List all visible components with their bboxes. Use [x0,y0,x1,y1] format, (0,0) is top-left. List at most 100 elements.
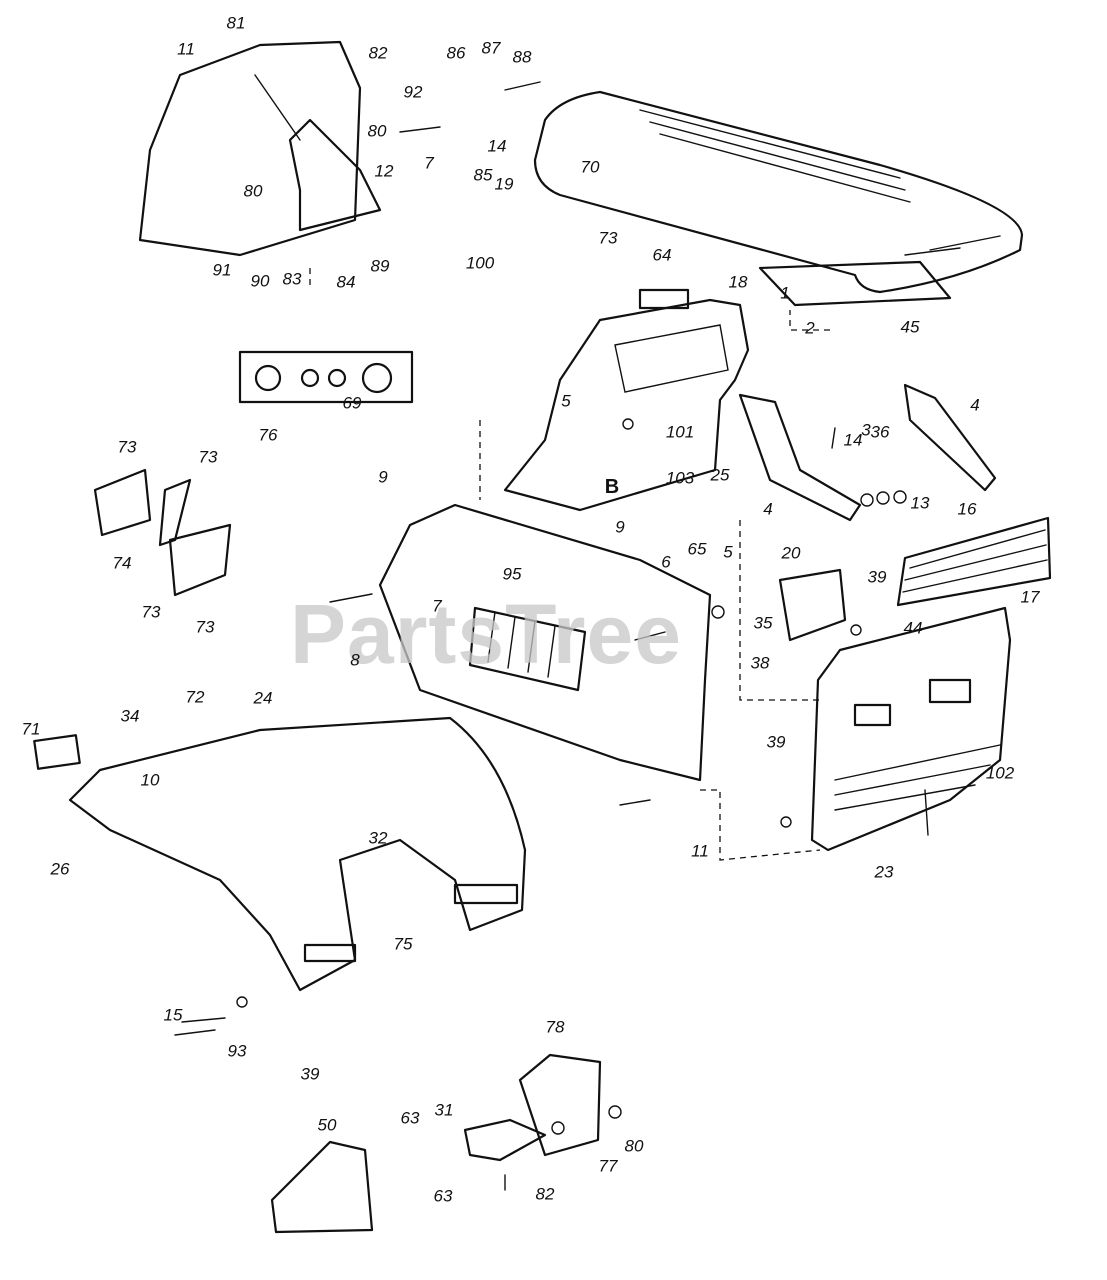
callout-18[interactable]: 18 [728,272,748,292]
lower-dash-panel-part[interactable] [378,503,712,782]
callout-11[interactable]: 11 [177,39,195,59]
callout-13[interactable]: 13 [910,493,930,513]
callout-4[interactable]: 4 [763,499,773,519]
dash-panel-part[interactable] [503,298,750,512]
callout-8[interactable]: 8 [350,650,360,670]
pad-part[interactable] [638,288,690,310]
callout-19[interactable]: 19 [494,174,514,194]
throttle-bracket-part[interactable] [93,468,232,597]
callout-88[interactable]: 88 [512,47,532,67]
callout-31[interactable]: 31 [434,1100,454,1120]
callout-17[interactable]: 17 [1020,587,1040,607]
callout-80[interactable]: 80 [624,1136,644,1156]
callout-50[interactable]: 50 [317,1115,337,1135]
callout-26[interactable]: 26 [50,859,70,879]
callout-80[interactable]: 80 [367,121,387,141]
fender-part[interactable] [68,716,527,992]
callout-9[interactable]: 9 [378,467,388,487]
callout-16[interactable]: 16 [957,499,977,519]
callout-90[interactable]: 90 [250,271,270,291]
callout-95[interactable]: 95 [502,564,522,584]
callout-63[interactable]: 63 [400,1108,420,1128]
callout-100[interactable]: 100 [465,253,495,273]
callout-15[interactable]: 15 [163,1005,183,1025]
callout-72[interactable]: 72 [185,687,205,707]
callout-87[interactable]: 87 [481,38,501,58]
callout-5[interactable]: 5 [561,391,571,411]
front-nose-part[interactable] [810,606,1012,852]
callout-3[interactable]: 3 [861,420,871,440]
callout-39[interactable]: 39 [867,567,887,587]
callout-45[interactable]: 45 [900,317,920,337]
callout-102[interactable]: 102 [985,763,1015,783]
callout-5[interactable]: 5 [723,542,733,562]
callout-77[interactable]: 77 [598,1156,618,1176]
callout-34[interactable]: 34 [120,706,140,726]
callout-12[interactable]: 12 [374,161,394,181]
callout-14[interactable]: 14 [487,136,507,156]
callout-9[interactable]: 9 [615,517,625,537]
hood-part[interactable] [533,90,1024,294]
lamp-housing-part[interactable] [778,568,847,642]
callout-38[interactable]: 38 [750,653,770,673]
callout-89[interactable]: 89 [370,256,390,276]
callout-101[interactable]: 101 [665,422,695,442]
callout-85[interactable]: 85 [473,165,493,185]
callout-73[interactable]: 73 [598,228,618,248]
callout-44[interactable]: 44 [903,618,923,638]
mounting-bracket-part[interactable] [463,1053,602,1162]
callout-35[interactable]: 35 [753,613,773,633]
callout-64[interactable]: 64 [652,245,672,265]
plate-part[interactable] [270,1140,374,1234]
callout-11[interactable]: 11 [691,841,709,861]
callout-73[interactable]: 73 [198,447,218,467]
callout-1[interactable]: 1 [780,283,790,303]
callout-7[interactable]: 7 [432,596,442,616]
callout-23[interactable]: 23 [874,862,894,882]
callout-73[interactable]: 73 [117,437,137,457]
callout-39[interactable]: 39 [300,1064,320,1084]
callout-103[interactable]: 103 [665,468,695,488]
callout-86[interactable]: 86 [446,43,466,63]
callout-63[interactable]: 63 [433,1186,453,1206]
callout-74[interactable]: 74 [112,553,132,573]
callout-24[interactable]: 24 [253,688,273,708]
callout-10[interactable]: 10 [140,770,160,790]
callout-82[interactable]: 82 [368,43,388,63]
callout-76[interactable]: 76 [258,425,278,445]
callout-25[interactable]: 25 [710,465,730,485]
callout-7[interactable]: 7 [424,153,434,173]
callout-93[interactable]: 93 [227,1041,247,1061]
hood-bracket-part[interactable] [738,260,997,522]
grille-part[interactable] [896,516,1052,607]
callout-65[interactable]: 65 [687,539,707,559]
callout-39[interactable]: 39 [766,732,786,752]
callout-73[interactable]: 73 [141,602,161,622]
callout-71[interactable]: 71 [21,719,41,739]
callout-92[interactable]: 92 [403,82,423,102]
steering-tower-part[interactable] [138,40,382,257]
callout-69[interactable]: 69 [342,393,362,413]
callout-70[interactable]: 70 [580,157,600,177]
callout-4[interactable]: 4 [970,395,980,415]
callout-78[interactable]: 78 [545,1017,565,1037]
callout-82[interactable]: 82 [535,1184,555,1204]
ignition-key-kit-part[interactable] [238,350,414,404]
callout-36[interactable]: 36 [870,422,890,442]
callout-91[interactable]: 91 [212,260,232,280]
callout-75[interactable]: 75 [393,934,413,954]
callout-2[interactable]: 2 [805,318,815,338]
callout-83[interactable]: 83 [282,269,302,289]
callout-6[interactable]: 6 [661,552,671,572]
callout-84[interactable]: 84 [336,272,356,292]
reflector-part[interactable] [33,734,81,770]
callout-81[interactable]: 81 [226,13,246,33]
callout-20[interactable]: 20 [781,543,801,563]
callout-14[interactable]: 14 [843,430,863,450]
callout-73[interactable]: 73 [195,617,215,637]
fastener-set [174,81,929,1191]
callout-80[interactable]: 80 [243,181,263,201]
callout-32[interactable]: 32 [368,828,388,848]
